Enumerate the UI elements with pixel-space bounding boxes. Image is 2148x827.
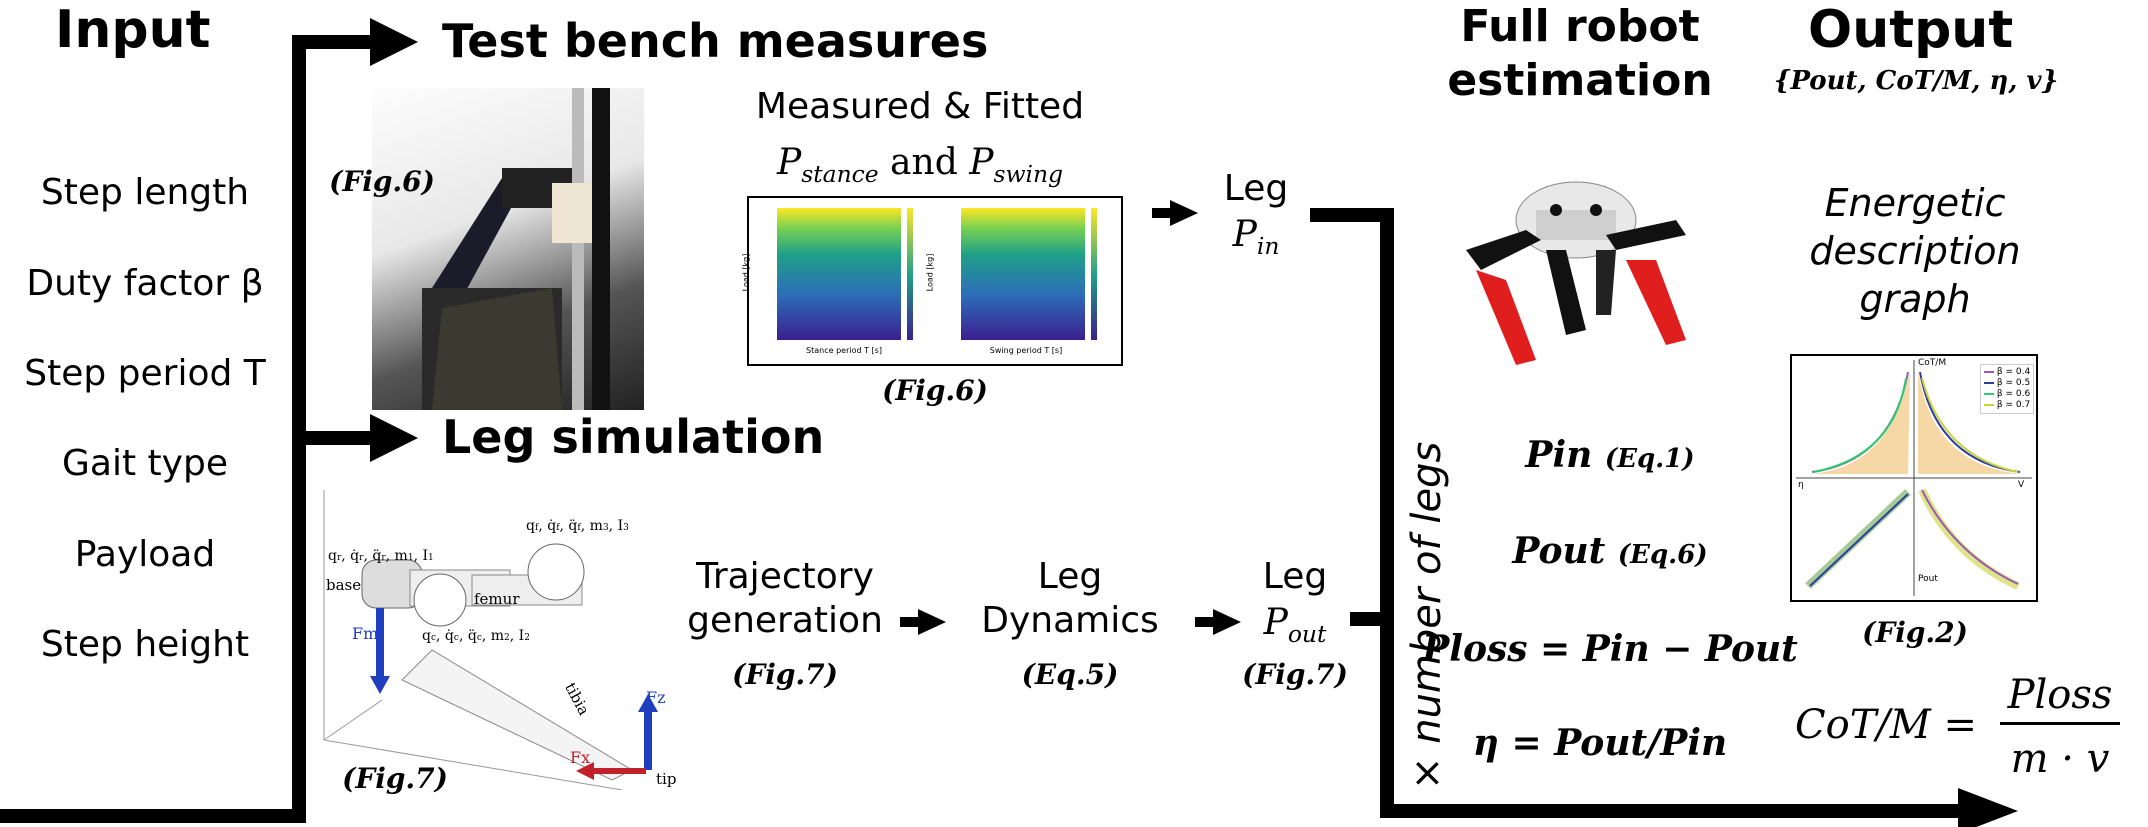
graph-axis-pout: Pout — [1918, 574, 1938, 584]
dynamics-eq-ref: (Eq.5) — [1021, 658, 1119, 691]
heatmap-panel: Stance period T [s] Swing period T [s] L… — [741, 196, 1123, 366]
trajectory-fig-ref: (Fig.7) — [732, 658, 838, 691]
heatmap-swing-xlabel: Swing period T [s] — [989, 346, 1063, 355]
test-bench-heading: Test bench measures — [442, 14, 989, 68]
input-heading: Input — [55, 0, 211, 60]
to-leg-pin-arrowhead — [1170, 200, 1198, 226]
eq-ploss: Ploss = Pin − Pout — [1422, 628, 1798, 670]
leg-pout-label: Leg — [1262, 556, 1328, 597]
output-set: {Pout, CoT/M, η, v} — [1773, 66, 2059, 96]
dynamics-line1: Leg — [1037, 556, 1103, 597]
input-duty-factor: Duty factor β — [26, 263, 264, 304]
input-step-height: Step height — [40, 624, 250, 665]
robot-photo — [1466, 181, 1686, 365]
input-payload: Payload — [74, 534, 216, 575]
input-gait-type: Gait type — [62, 443, 228, 484]
input-baseline — [0, 809, 306, 823]
graph-fig-ref: (Fig.2) — [1862, 616, 1968, 649]
cot-numerator: Ploss — [2000, 672, 2120, 725]
test-bench-photo — [372, 88, 644, 410]
test-bench-arrowhead — [370, 18, 418, 66]
pin-line — [1310, 208, 1394, 222]
energetic-graph-curves — [1796, 360, 2032, 596]
eq-pin: Pin (Eq.1) — [1525, 434, 1695, 476]
input-trunk — [292, 38, 306, 823]
input-step-length: Step length — [40, 172, 250, 213]
svg-text:qf, q̇f, q̈f, m3, I3: qf, q̇f, q̈f, m3, I3 — [526, 518, 629, 534]
legend-item: β = 0.5 — [1984, 378, 2030, 389]
energetic-graph: CoT/M V η Pout β = 0.4 β = 0.5 β = 0.6 β… — [1790, 354, 2038, 602]
heatmap-stance-colorbar — [907, 208, 913, 340]
simulation-arrowhead — [370, 414, 418, 462]
simulation-branch — [292, 431, 372, 445]
label-fx: Fx — [570, 748, 591, 767]
trajectory-line1: Trajectory — [696, 556, 874, 597]
test-bench-branch — [292, 35, 372, 49]
input-step-period: Step period T — [24, 353, 266, 394]
merge-vertical — [1380, 208, 1394, 818]
full-robot-heading-line1: Full robot — [1460, 1, 1700, 52]
leg-pin-symbol: Pin — [1232, 214, 1280, 261]
heatmap-swing-ylabel: Load [kg] — [925, 253, 935, 292]
full-robot-heading-line2: estimation — [1447, 55, 1713, 106]
output-line — [1380, 804, 1960, 818]
test-bench-fig-ref: (Fig.6) — [329, 165, 435, 198]
legend-item: β = 0.4 — [1984, 367, 2030, 378]
eq-efficiency: η = Pout/Pin — [1472, 722, 1728, 764]
to-leg-pout-arrowhead — [1213, 609, 1241, 635]
graph-legend: β = 0.4 β = 0.5 β = 0.6 β = 0.7 — [1980, 364, 2035, 414]
heatmap-stance — [777, 208, 901, 340]
graph-title-line1: Energetic — [1824, 181, 2006, 225]
to-leg-pout-shaft — [1195, 617, 1215, 627]
label-fm: Fm — [352, 624, 379, 643]
heatmap-fig-ref: (Fig.6) — [882, 374, 988, 407]
graph-title-line3: graph — [1859, 277, 1971, 321]
label-fz: Fz — [646, 688, 666, 707]
heatmap-swing-colorbar — [1091, 208, 1097, 340]
leg-pout-fig-ref: (Fig.7) — [1242, 658, 1348, 691]
graph-axis-eta: η — [1798, 480, 1804, 490]
label-femur: femur — [474, 590, 520, 608]
dynamics-line2: Dynamics — [981, 600, 1159, 641]
graph-axis-v: V — [2018, 480, 2025, 490]
leg-pout-symbol: Pout — [1263, 602, 1327, 649]
cot-lhs: CoT/M = — [1795, 702, 1978, 748]
legend-item: β = 0.6 — [1984, 389, 2030, 400]
graph-title-line2: description — [1809, 229, 2021, 273]
leg-model-diagram: qr, q̇r, q̈r, m1, I1 qc, q̇c, q̈c, m2, I… — [323, 490, 658, 790]
label-tip: tip — [656, 770, 677, 788]
svg-text:qc, q̇c, q̈c, m2, I2: qc, q̇c, q̈c, m2, I2 — [422, 628, 530, 644]
output-arrowhead — [1958, 788, 2018, 827]
to-dynamics-shaft — [900, 617, 920, 627]
legend-item: β = 0.7 — [1984, 400, 2030, 411]
graph-axis-cot: CoT/M — [1918, 358, 1947, 368]
heatmap-stance-ylabel: Load [kg] — [741, 253, 751, 292]
eq-pout: Pout (Eq.6) — [1512, 530, 1708, 572]
svg-text:qr, q̇r, q̈r, m1, I1: qr, q̇r, q̈r, m1, I1 — [328, 548, 434, 564]
label-base: base — [326, 576, 362, 594]
output-heading: Output — [1808, 0, 2014, 60]
to-leg-pin-shaft — [1152, 208, 1172, 218]
trajectory-line2: generation — [687, 600, 883, 641]
heatmap-swing — [961, 208, 1085, 340]
to-dynamics-arrowhead — [918, 609, 946, 635]
heatmap-stance-xlabel: Stance period T [s] — [806, 346, 882, 355]
plot-title-line2: Pstance and Pswing — [777, 142, 1063, 189]
cot-denominator: m · v — [2010, 736, 2110, 782]
leg-simulation-heading: Leg simulation — [442, 410, 825, 464]
test-bench-rig-illustration — [422, 88, 610, 410]
leg-pin-label: Leg — [1223, 168, 1289, 209]
simulation-fig-ref: (Fig.7) — [342, 762, 448, 795]
plot-title-line1: Measured & Fitted — [755, 86, 1085, 127]
